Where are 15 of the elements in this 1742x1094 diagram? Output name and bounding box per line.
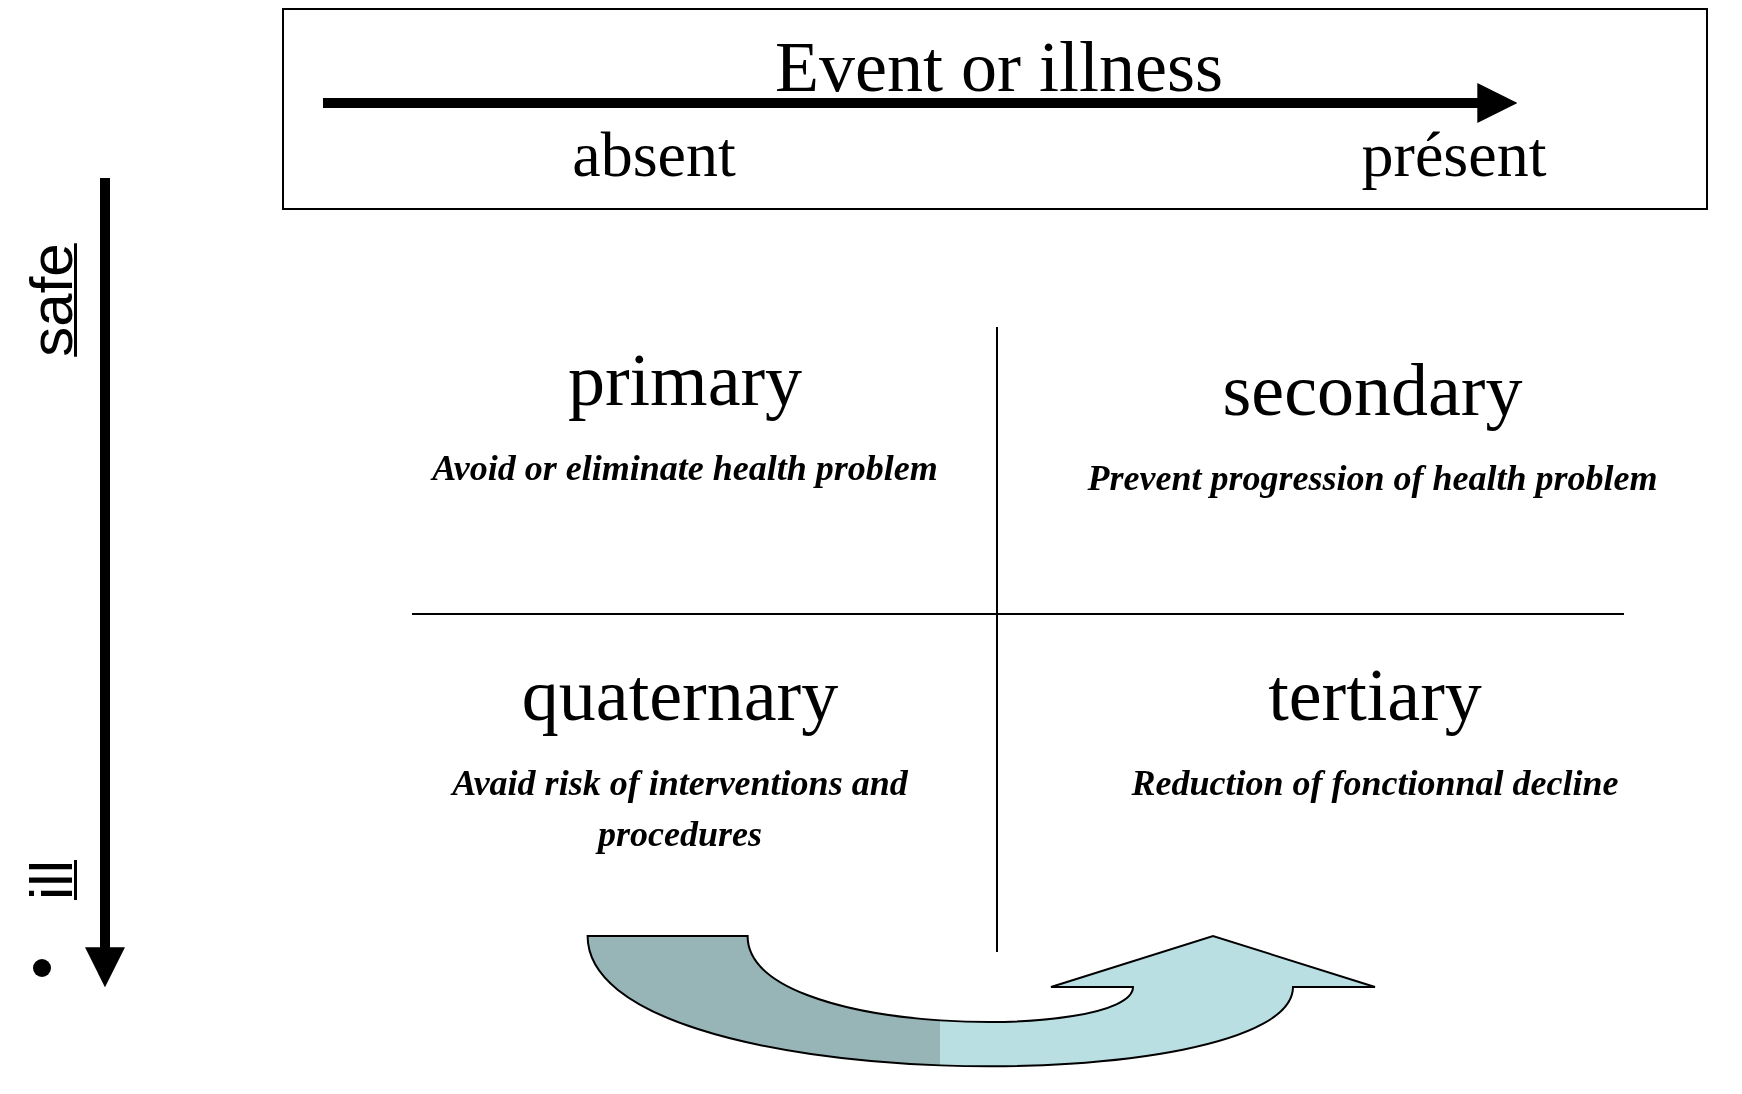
curved-arrow	[586, 935, 1376, 1067]
quadrant-title: primary	[567, 340, 803, 422]
quadrant-description: Avoid or eliminate health problem	[429, 447, 939, 491]
axis-label: safe	[22, 243, 82, 357]
axis-end-label: présent	[1360, 120, 1548, 191]
quadrant-title: tertiary	[1268, 655, 1482, 737]
quadrant-title: quaternary	[521, 655, 839, 737]
quadrant-description: Avaid risk of interventions and procedures	[449, 762, 909, 856]
quadrant-description: Prevent progression of health problem	[1086, 457, 1659, 501]
axis-title: Event or illness	[774, 28, 1224, 108]
axis-end-label: absent	[571, 120, 737, 191]
axis-label: ill	[22, 860, 82, 900]
axis-box	[282, 8, 1708, 210]
quadrant-title: secondary	[1222, 350, 1523, 432]
quadrant-description: Reduction of fonctionnal decline	[1130, 762, 1620, 806]
